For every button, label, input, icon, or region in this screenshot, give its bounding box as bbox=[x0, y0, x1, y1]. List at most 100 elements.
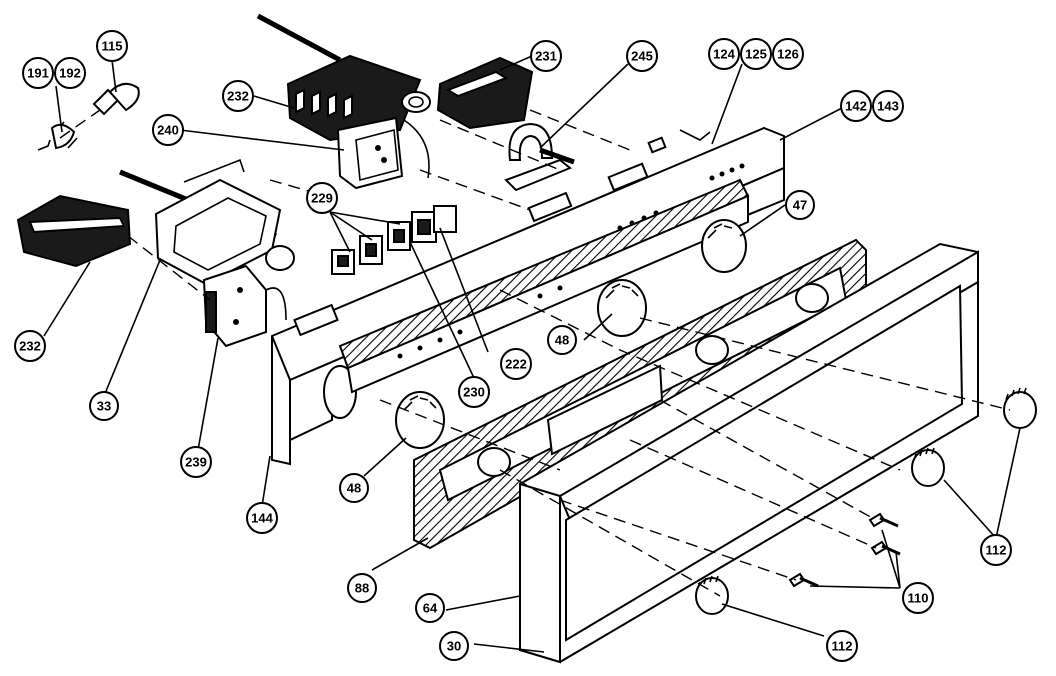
callout-c88: 88 bbox=[347, 573, 377, 603]
clamp-245 bbox=[504, 122, 575, 192]
callout-label: 240 bbox=[157, 123, 179, 138]
callout-circle bbox=[740, 38, 772, 70]
front-frame-64 bbox=[519, 242, 979, 664]
lamp-bulb-part bbox=[92, 82, 140, 116]
callout-c110: 110 bbox=[902, 582, 934, 614]
callout-c230: 230 bbox=[458, 376, 490, 408]
grommet-part bbox=[401, 91, 431, 113]
callout-circle bbox=[772, 38, 804, 70]
callout-circle bbox=[458, 376, 490, 408]
callout-label: 124 bbox=[713, 47, 735, 62]
callout-circle bbox=[840, 90, 872, 122]
callout-c115: 115 bbox=[96, 30, 128, 62]
callout-circle bbox=[246, 502, 278, 534]
leader-lines bbox=[43, 55, 1021, 653]
dial-48-left bbox=[395, 391, 445, 449]
callout-label: 88 bbox=[355, 581, 369, 596]
callout-circle bbox=[415, 593, 445, 623]
callout-c112a: 112 bbox=[980, 534, 1012, 566]
callout-label: 245 bbox=[631, 49, 653, 64]
callout-c47: 47 bbox=[785, 190, 815, 220]
callout-circle bbox=[826, 630, 858, 662]
callout-label: 191 bbox=[27, 66, 49, 81]
dial-48-center bbox=[597, 279, 647, 337]
callout-label: 110 bbox=[908, 591, 929, 606]
callout-label: 126 bbox=[777, 47, 799, 62]
callout-circle bbox=[89, 391, 119, 421]
callout-label: 192 bbox=[59, 66, 81, 81]
callout-label: 142 bbox=[845, 99, 867, 114]
callout-label: 231 bbox=[535, 49, 557, 64]
callout-layer: 191 192 115 232 231 245 124 125 126 142 143 240 229 4… bbox=[14, 30, 1012, 662]
callout-circle bbox=[530, 40, 562, 72]
callout-label: 125 bbox=[745, 47, 767, 62]
knob-112-right bbox=[1003, 387, 1037, 429]
callout-circle bbox=[902, 582, 934, 614]
callout-c229: 229 bbox=[306, 182, 338, 214]
switch-mounting-strip bbox=[338, 178, 750, 394]
callout-label: 229 bbox=[311, 191, 333, 206]
callout-c222: 222 bbox=[500, 348, 532, 380]
callout-circle bbox=[222, 80, 254, 112]
callout-c48a: 48 bbox=[547, 325, 577, 355]
callout-circle bbox=[347, 573, 377, 603]
switch-block-231 bbox=[436, 56, 534, 130]
callout-c142: 142 bbox=[840, 90, 872, 122]
callout-label: 47 bbox=[793, 198, 807, 213]
callout-label: 230 bbox=[463, 385, 485, 400]
callout-c232a: 232 bbox=[222, 80, 254, 112]
callout-label: 115 bbox=[102, 39, 123, 54]
callout-c191: 191 bbox=[22, 57, 54, 89]
callout-circle bbox=[439, 631, 469, 661]
callout-c143: 143 bbox=[872, 90, 904, 122]
callout-label: 222 bbox=[505, 357, 527, 372]
callout-circle bbox=[54, 57, 86, 89]
callout-c124: 124 bbox=[708, 38, 740, 70]
callout-label: 48 bbox=[555, 333, 569, 348]
callout-circle bbox=[547, 325, 577, 355]
micro-switch-group bbox=[331, 205, 457, 275]
callout-c144: 144 bbox=[246, 502, 278, 534]
bracket-239 bbox=[202, 264, 287, 348]
callout-c30: 30 bbox=[439, 631, 469, 661]
callout-label: 239 bbox=[185, 455, 207, 470]
knob-112-middle bbox=[911, 447, 945, 487]
dial-47 bbox=[701, 219, 747, 273]
callout-c33: 33 bbox=[89, 391, 119, 421]
callout-c232b: 232 bbox=[14, 330, 46, 362]
callout-circle bbox=[785, 190, 815, 220]
spring-part bbox=[37, 121, 78, 151]
grommet-left-part bbox=[265, 245, 295, 271]
callout-circle bbox=[708, 38, 740, 70]
callout-circle bbox=[14, 330, 46, 362]
callout-label: 64 bbox=[423, 601, 438, 616]
callout-circle bbox=[180, 446, 212, 478]
callout-circle bbox=[306, 182, 338, 214]
callout-circle bbox=[22, 57, 54, 89]
callout-label: 33 bbox=[97, 399, 111, 414]
callout-label: 48 bbox=[347, 481, 361, 496]
callout-circle bbox=[339, 473, 369, 503]
knob-112-bottom bbox=[695, 575, 729, 615]
callout-c112b: 112 bbox=[826, 630, 858, 662]
callout-label: 143 bbox=[877, 99, 899, 114]
callout-c125: 125 bbox=[740, 38, 772, 70]
screw-110-group bbox=[788, 512, 901, 588]
frame-33 bbox=[154, 158, 282, 286]
callout-circle bbox=[152, 114, 184, 146]
callout-circle bbox=[872, 90, 904, 122]
callout-c64: 64 bbox=[415, 593, 445, 623]
callout-label: 232 bbox=[227, 89, 249, 104]
callout-c48b: 48 bbox=[339, 473, 369, 503]
callout-label: 144 bbox=[251, 511, 273, 526]
callout-c239: 239 bbox=[180, 446, 212, 478]
callout-circle bbox=[626, 40, 658, 72]
bracket-240 bbox=[336, 116, 430, 190]
callout-circle bbox=[96, 30, 128, 62]
callout-c231: 231 bbox=[530, 40, 562, 72]
callout-label: 30 bbox=[447, 639, 461, 654]
switch-block-232-left bbox=[16, 169, 277, 268]
callout-label: 112 bbox=[832, 639, 853, 654]
callout-label: 112 bbox=[986, 543, 1007, 558]
